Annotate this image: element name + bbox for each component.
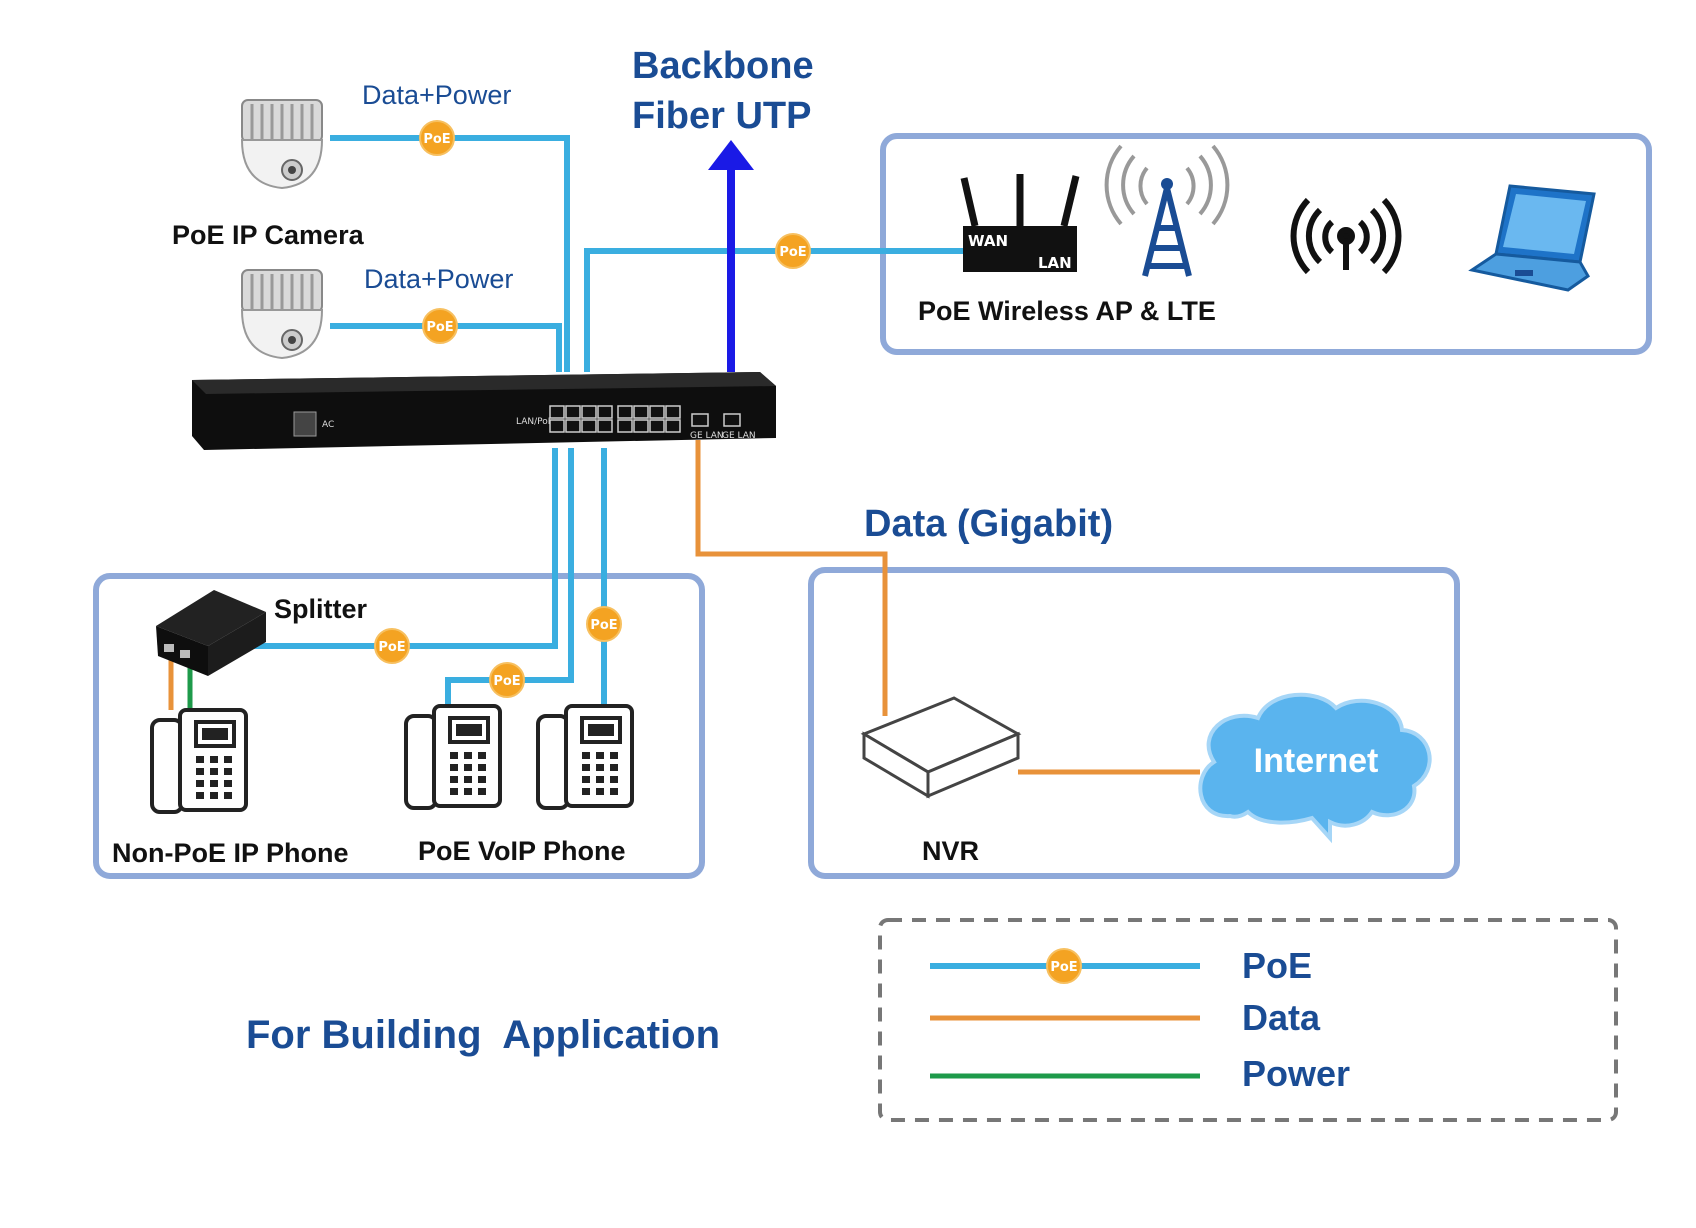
ap-link	[584, 248, 963, 372]
cloud-icon	[1198, 692, 1432, 844]
switch-ge1-label: GE LAN	[690, 431, 724, 441]
internet-label: Internet	[1254, 742, 1379, 780]
ip-phone-icon	[536, 704, 634, 810]
svg-text:PoE: PoE	[590, 618, 617, 633]
splitter-icon	[156, 590, 266, 676]
nvr-group-box	[808, 567, 1460, 879]
svg-text:PoE: PoE	[423, 132, 450, 147]
poe-badge: PoE	[489, 662, 525, 698]
router-icon: WAN LAN	[960, 174, 1080, 272]
router-lan-label: LAN	[1038, 254, 1072, 272]
backbone-arrow	[708, 140, 754, 372]
poe-links	[245, 135, 963, 706]
poe-badge: PoE	[422, 308, 458, 344]
poe-badge: PoE	[419, 120, 455, 156]
dome-camera-icon	[240, 268, 324, 360]
nvr-uplink	[695, 440, 888, 716]
nvr-label: NVR	[922, 836, 979, 866]
legend: PoE PoE Data Power	[930, 945, 1350, 1094]
backbone-label-line2: Fiber UTP	[632, 95, 811, 137]
poe-badge: PoE	[775, 233, 811, 269]
poe-badge: PoE	[374, 628, 410, 664]
legend-data-label: Data	[1242, 997, 1321, 1038]
lte-tower-icon	[1104, 144, 1230, 277]
svg-text:PoE: PoE	[779, 245, 806, 260]
legend-power-label: Power	[1242, 1053, 1350, 1094]
ip-phone-icon	[404, 704, 502, 810]
splitter-link	[245, 448, 558, 649]
non-poe-phone-label: Non-PoE IP Phone	[112, 838, 349, 868]
poe-voip-label: PoE VoIP Phone	[418, 836, 626, 866]
camera1-link	[330, 135, 570, 372]
nvr-icon	[860, 696, 1022, 799]
switch-icon: AC LAN/PoE GE LAN GE LAN	[192, 372, 776, 450]
poe-badge: PoE	[1046, 948, 1082, 984]
switch-ac-label: AC	[322, 420, 334, 430]
camera-label: PoE IP Camera	[172, 220, 365, 250]
ap-label: PoE Wireless AP & LTE	[918, 296, 1216, 326]
ip-phone-icon	[150, 708, 248, 814]
data-gigabit-label: Data (Gigabit)	[864, 503, 1113, 545]
svg-text:PoE: PoE	[426, 320, 453, 335]
svg-text:PoE: PoE	[1050, 960, 1077, 975]
router-wan-label: WAN	[968, 232, 1008, 250]
diagram-title: For Building Application	[246, 1013, 720, 1057]
legend-box	[878, 918, 1618, 1122]
data-power-label: Data+Power	[362, 80, 511, 110]
camera2-link	[330, 323, 562, 372]
poe-badge: PoE	[586, 606, 622, 642]
backbone-label-line1: Backbone	[632, 45, 814, 87]
switch-ge2-label: GE LAN	[722, 431, 756, 441]
phone-group-box	[93, 573, 705, 879]
splitter-label: Splitter	[274, 594, 368, 624]
laptop-icon	[1468, 184, 1596, 292]
wifi-signal-icon	[1290, 197, 1402, 275]
wireless-group-box	[880, 133, 1652, 355]
legend-poe-label: PoE	[1242, 945, 1312, 986]
dome-camera-icon	[240, 98, 324, 190]
switch-lanpoe-label: LAN/PoE	[516, 417, 554, 427]
svg-text:PoE: PoE	[493, 674, 520, 689]
data-power-label: Data+Power	[364, 264, 513, 294]
svg-text:PoE: PoE	[378, 640, 405, 655]
